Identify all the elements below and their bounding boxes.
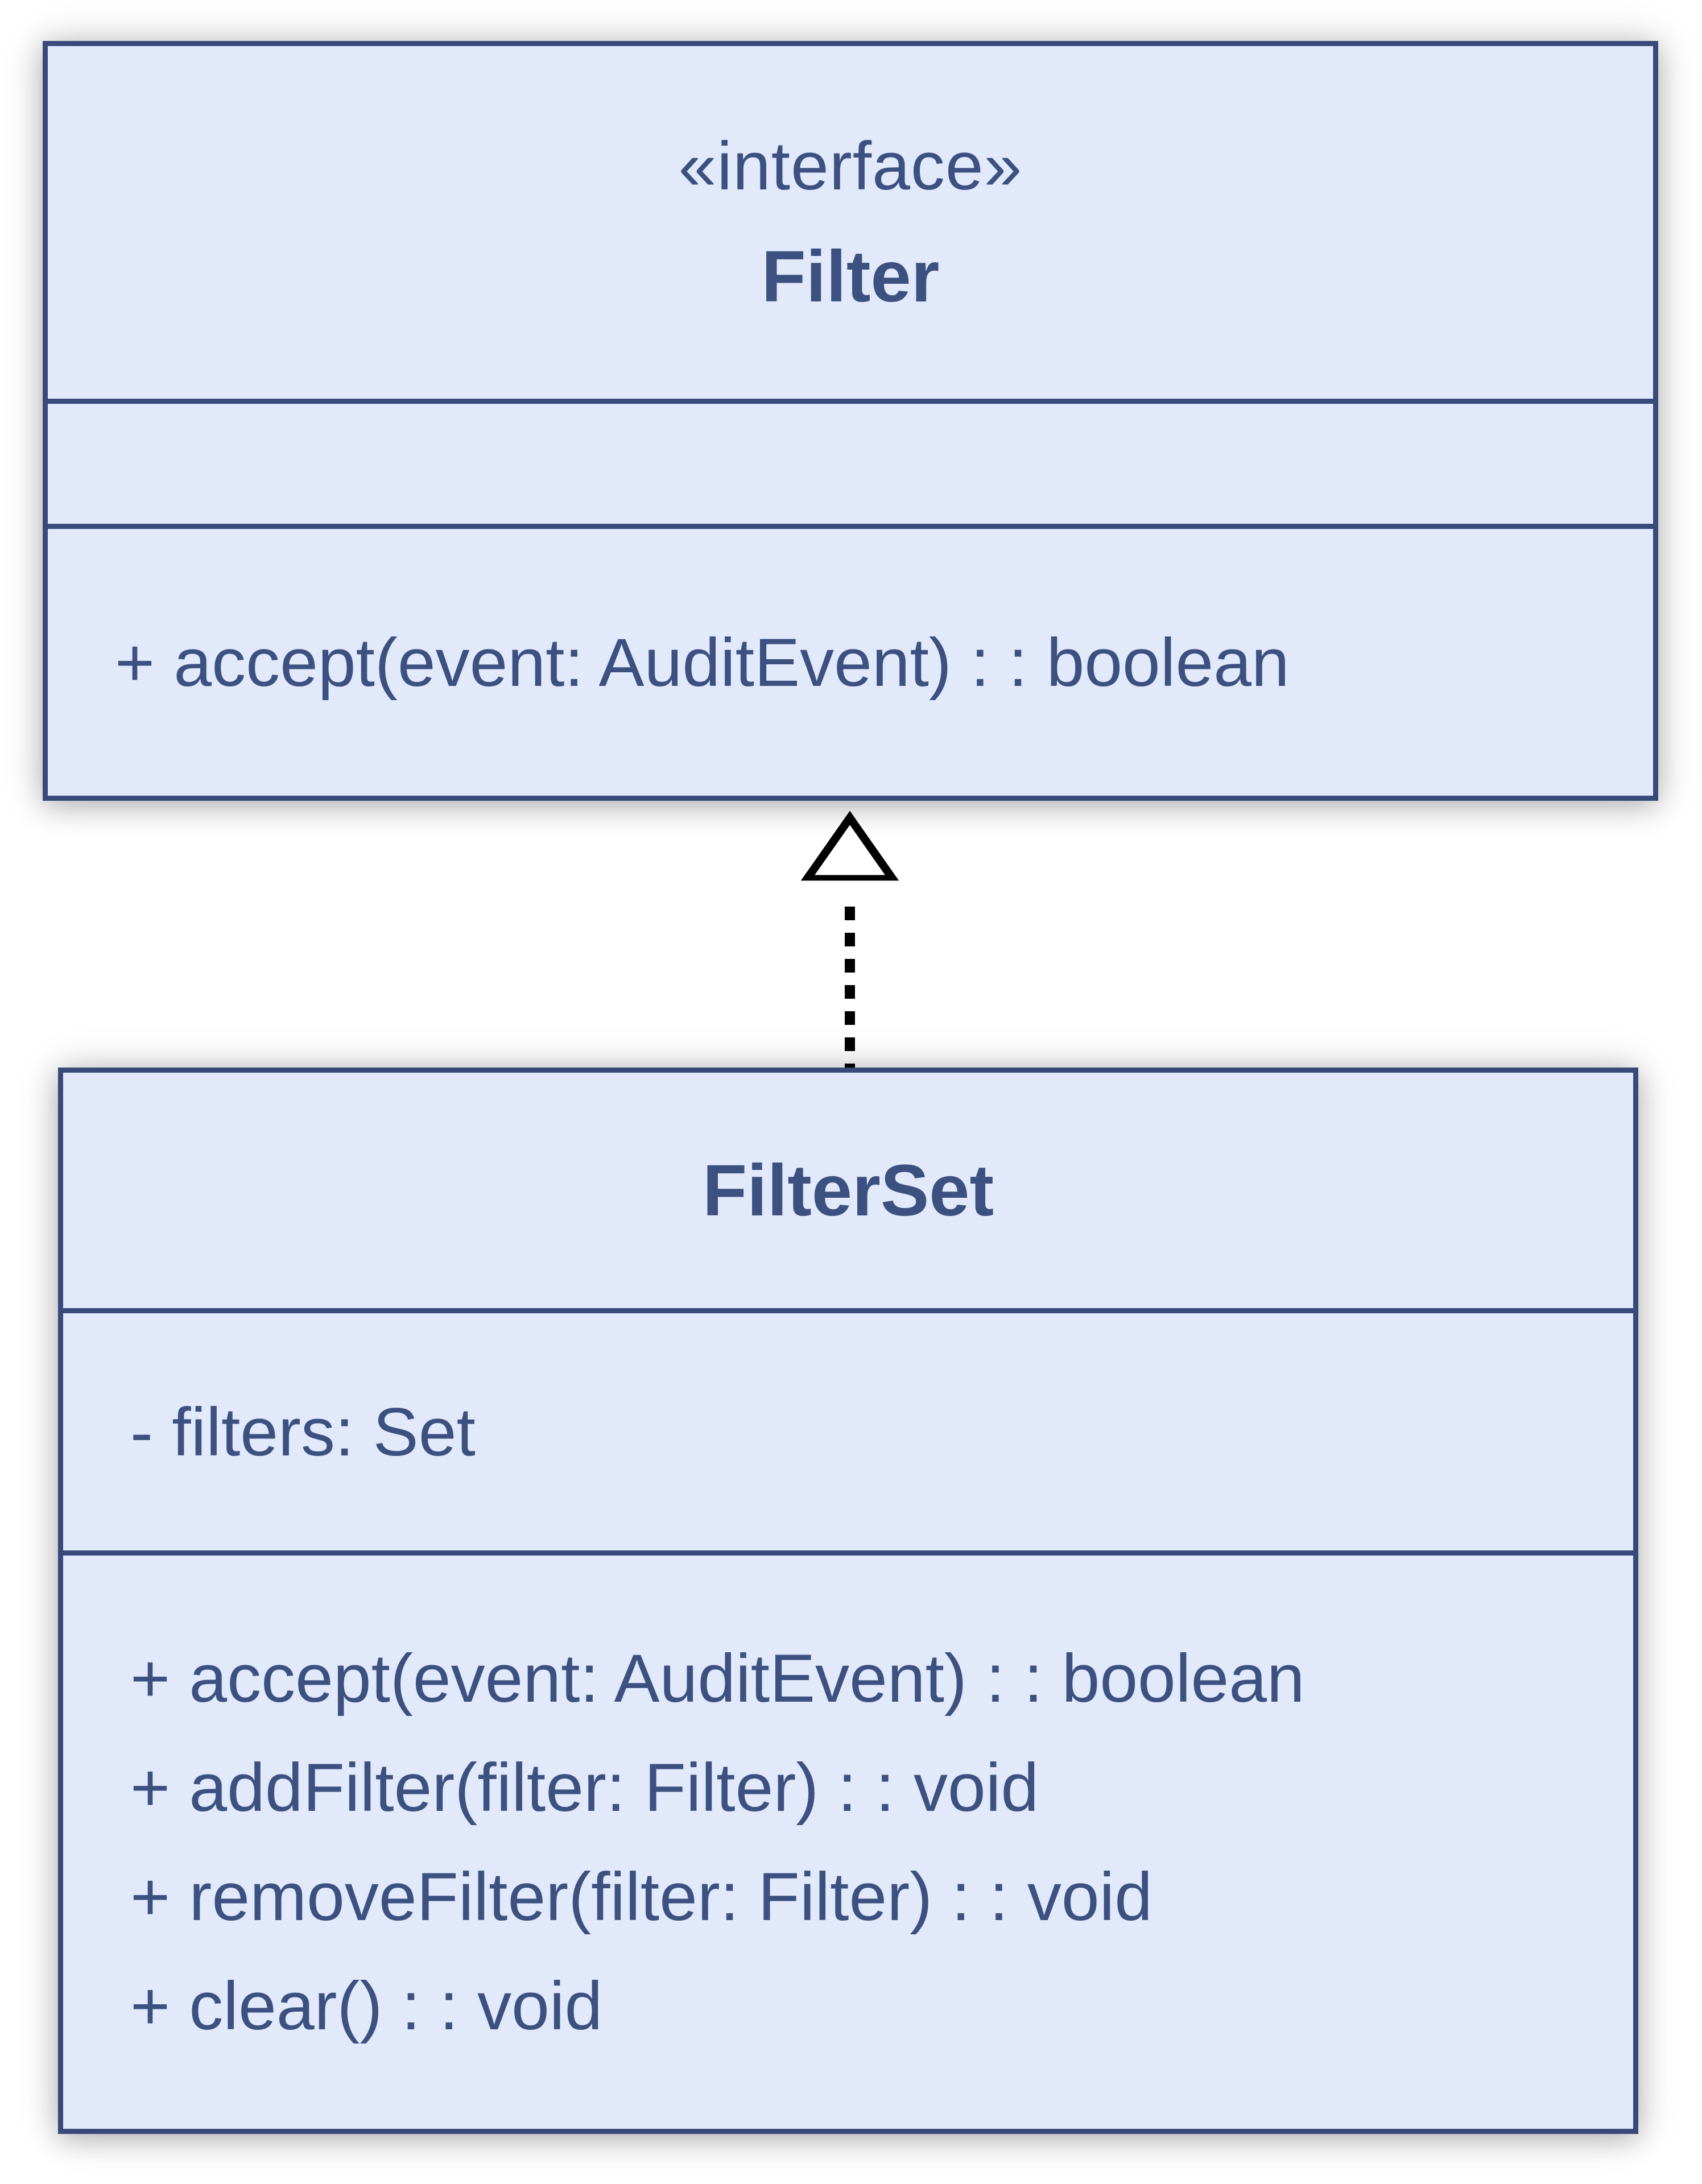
attribute-filters: - filters: Set: [130, 1393, 476, 1470]
hollow-triangle-arrowhead: [800, 810, 899, 881]
class-box-filterset[interactable]: FilterSet - filters: Set + accept(event:…: [58, 1068, 1638, 2134]
title-compartment-filter: «interface» Filter: [48, 46, 1653, 399]
method-filterset-removefilter: + removeFilter(filter: Filter) : : void: [130, 1859, 1153, 1935]
methods-compartment-filter: + accept(event: AuditEvent) : : boolean: [48, 529, 1653, 796]
methods-compartment-filterset: + accept(event: AuditEvent) : : boolean …: [63, 1556, 1633, 2129]
method-filterset-accept: + accept(event: AuditEvent) : : boolean: [130, 1640, 1305, 1716]
class-name-filterset: FilterSet: [702, 1149, 994, 1231]
class-box-filter[interactable]: «interface» Filter + accept(event: Audit…: [43, 41, 1658, 801]
attributes-compartment-filterset: - filters: Set: [63, 1308, 1633, 1556]
attributes-compartment-filter: [48, 399, 1653, 529]
title-compartment-filterset: FilterSet: [63, 1073, 1633, 1308]
stereotype-label: «interface»: [678, 127, 1023, 204]
class-name-filter: Filter: [761, 235, 940, 317]
method-filter-accept: + accept(event: AuditEvent) : : boolean: [115, 624, 1290, 701]
method-filterset-addfilter: + addFilter(filter: Filter) : : void: [130, 1749, 1039, 1826]
realization-arrow[interactable]: [782, 801, 918, 1068]
method-filterset-clear: + clear() : : void: [130, 1968, 603, 2044]
